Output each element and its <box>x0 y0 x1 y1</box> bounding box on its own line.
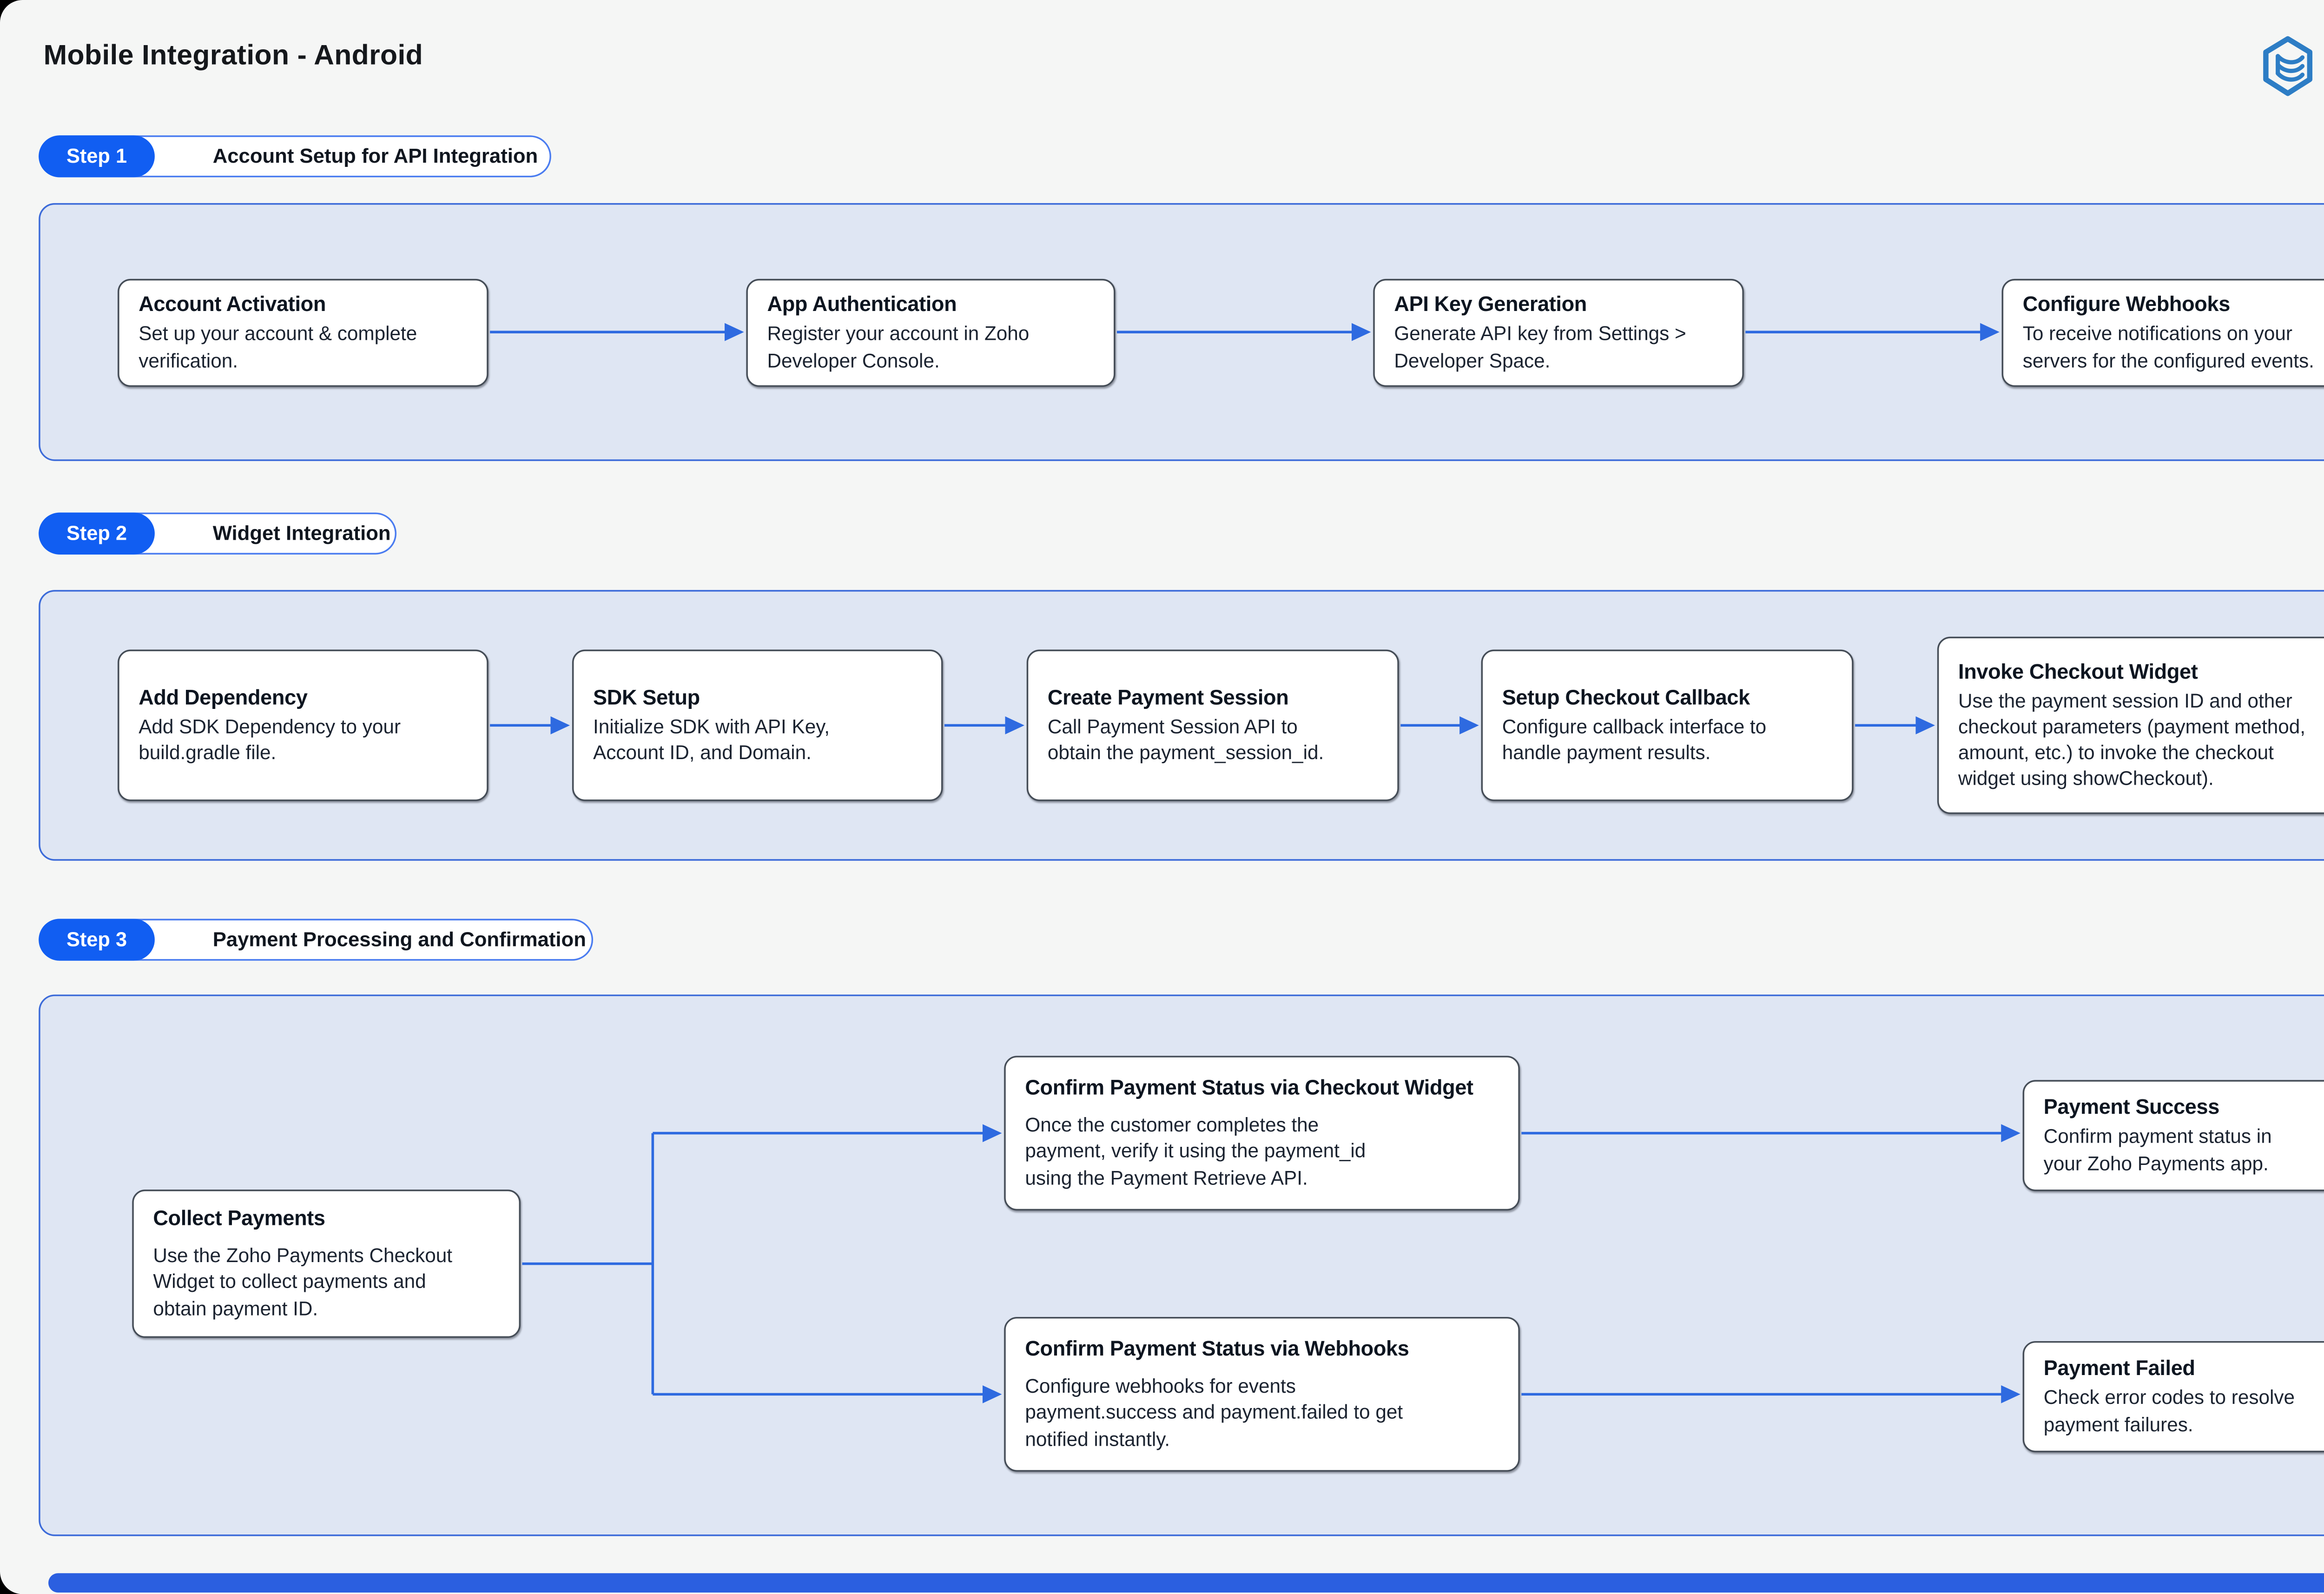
card-body: Add SDK Dependency to your build.gradle … <box>139 715 401 764</box>
card-body: To receive notifications on your servers… <box>2022 323 2314 372</box>
card-create-payment-session: Create Payment Session Call Payment Sess… <box>1026 649 1399 801</box>
card-configure-webhooks: Configure Webhooks To receive notificati… <box>2001 278 2324 387</box>
card-title: Configure Webhooks <box>2022 292 2231 317</box>
card-body: Check error codes to resolve payment fai… <box>2043 1387 2295 1435</box>
card-payment-failed: Payment Failed Check error codes to reso… <box>2022 1341 2324 1453</box>
page-title: Mobile Integration - Android <box>43 39 423 71</box>
card-collect-payments: Collect Payments Use the Zoho Payments C… <box>132 1190 521 1338</box>
step3-badge: Step 3 <box>39 919 155 961</box>
step3-label: Payment Processing and Confirmation <box>212 928 586 951</box>
zoho-payments-hexagon-icon <box>2263 36 2312 96</box>
step1-badge: Step 1 <box>39 135 155 178</box>
card-title: Payment Failed <box>2043 1356 2195 1381</box>
card-title: API Key Generation <box>1394 292 1587 317</box>
card-title: Payment Success <box>2043 1095 2220 1119</box>
card-title: Setup Checkout Callback <box>1502 684 1750 709</box>
card-title: Collect Payments <box>153 1206 325 1230</box>
card-body: Once the customer completes the payment,… <box>1025 1114 1366 1189</box>
step2-badge-row: Step 2 Widget Integration <box>39 512 397 555</box>
card-title: Create Payment Session <box>1047 684 1289 709</box>
card-add-dependency: Add Dependency Add SDK Dependency to you… <box>118 649 489 801</box>
step2-label: Widget Integration <box>212 522 391 545</box>
step2-badge: Step 2 <box>39 512 155 555</box>
card-confirm-status-checkout-widget: Confirm Payment Status via Checkout Widg… <box>1004 1056 1520 1211</box>
step1-badge-row: Step 1 Account Setup for API Integration <box>39 135 551 178</box>
card-sdk-setup: SDK Setup Initialize SDK with API Key, A… <box>572 649 943 801</box>
card-title: Invoke Checkout Widget <box>1958 658 2198 683</box>
card-body: Use the Zoho Payments Checkout Widget to… <box>153 1244 453 1320</box>
footer-accent-bar <box>48 1573 2324 1593</box>
zoho-payments-logo: Zoho Payments <box>2261 35 2324 97</box>
card-api-key-generation: API Key Generation Generate API key from… <box>1373 278 1744 387</box>
card-setup-checkout-callback: Setup Checkout Callback Configure callba… <box>1481 649 1854 801</box>
card-account-activation: Account Activation Set up your account &… <box>118 278 489 387</box>
card-title: App Authentication <box>767 292 957 317</box>
card-title: Confirm Payment Status via Webhooks <box>1025 1336 1409 1361</box>
card-body: Register your account in Zoho Developer … <box>767 323 1030 372</box>
card-payment-success: Payment Success Confirm payment status i… <box>2022 1080 2324 1191</box>
card-body: Use the payment session ID and other che… <box>1958 689 2305 790</box>
step1-label: Account Setup for API Integration <box>212 145 538 168</box>
card-body: Generate API key from Settings > Develop… <box>1394 323 1686 372</box>
card-body: Set up your account & complete verificat… <box>139 323 417 372</box>
card-title: Confirm Payment Status via Checkout Widg… <box>1025 1075 1473 1100</box>
card-body: Configure webhooks for events payment.su… <box>1025 1375 1403 1450</box>
card-title: Account Activation <box>139 292 326 317</box>
card-body: Confirm payment status in your Zoho Paym… <box>2043 1125 2272 1175</box>
card-body: Call Payment Session API to obtain the p… <box>1047 715 1324 764</box>
card-title: Add Dependency <box>139 684 308 709</box>
card-app-authentication: App Authentication Register your account… <box>746 278 1116 387</box>
card-invoke-checkout-widget: Invoke Checkout Widget Use the payment s… <box>1937 636 2324 814</box>
card-body: Initialize SDK with API Key, Account ID,… <box>593 715 830 764</box>
card-body: Configure callback interface to handle p… <box>1502 715 1767 764</box>
step3-badge-row: Step 3 Payment Processing and Confirmati… <box>39 919 594 961</box>
card-confirm-status-webhooks: Confirm Payment Status via Webhooks Conf… <box>1004 1316 1520 1472</box>
card-title: SDK Setup <box>593 684 700 709</box>
